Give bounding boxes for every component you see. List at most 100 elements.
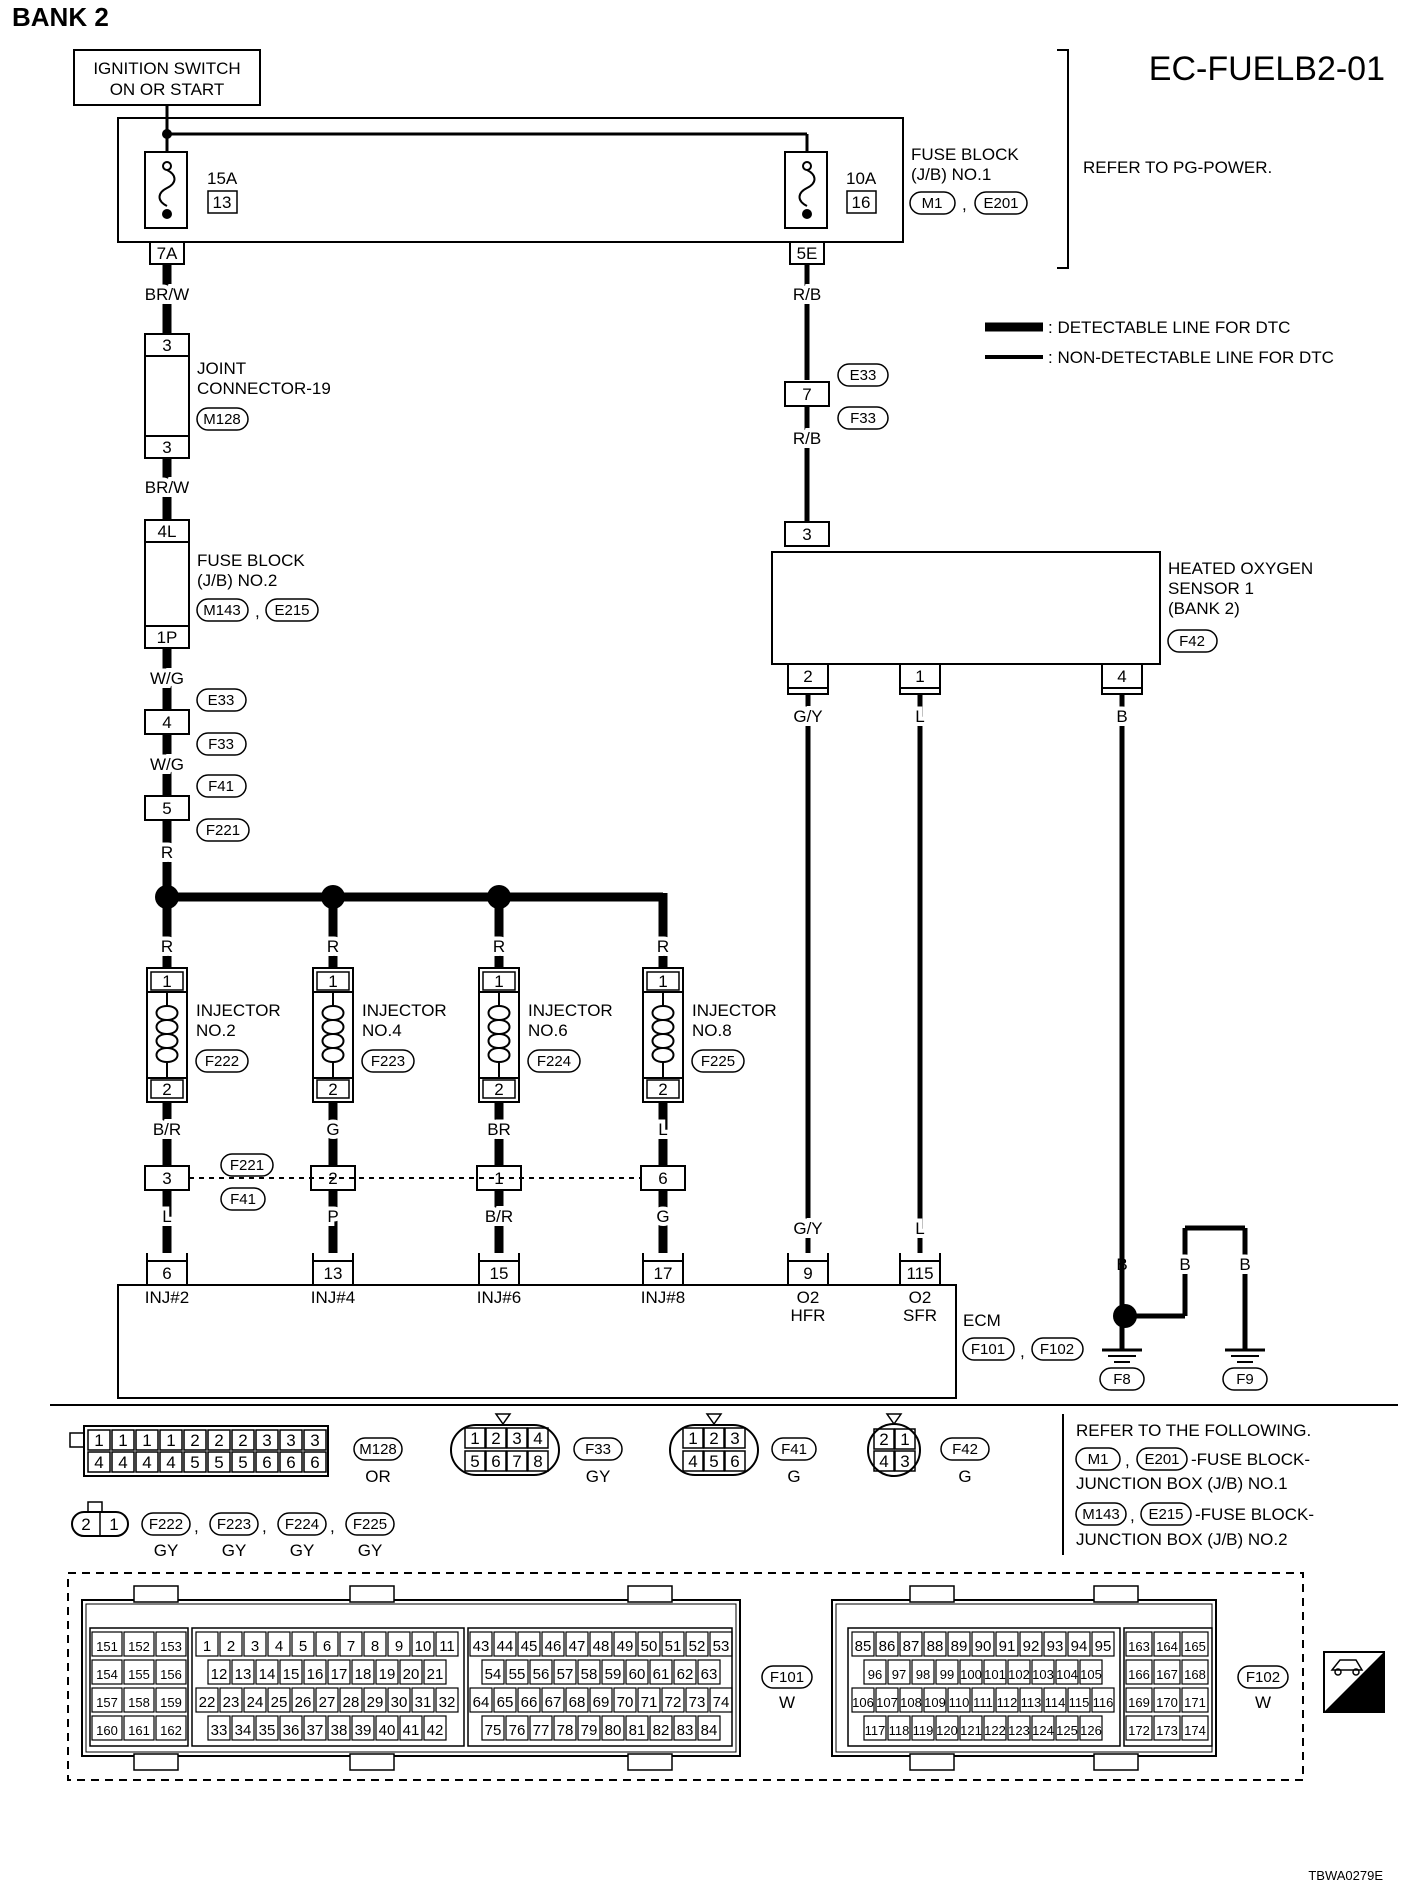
inj-view-name: F225	[353, 1516, 387, 1533]
ecm-face-pin: 68	[569, 1694, 586, 1711]
ecm-pin: 6	[162, 1264, 171, 1283]
ecm-face-pin: 32	[439, 1694, 456, 1711]
wire-l-2: L	[915, 1219, 924, 1238]
ecm-face-pin: 151	[96, 1639, 118, 1654]
m128-cell: 6	[310, 1453, 319, 1472]
sensor-pin-3: 3	[802, 525, 811, 544]
ecm-face-pin: 44	[497, 1638, 514, 1655]
injector-pin2: 2	[658, 1080, 667, 1099]
ecm-face-pin: 174	[1184, 1723, 1206, 1738]
sensor-connector-id: F42	[1179, 633, 1205, 650]
svg-text:,: ,	[255, 602, 260, 621]
ecm-conn-b: F102	[1040, 1341, 1074, 1358]
f42-cell: 2	[879, 1430, 888, 1449]
svg-text:,: ,	[1130, 1506, 1135, 1525]
f41-cell: 3	[730, 1429, 739, 1448]
m128-cell: 4	[94, 1453, 103, 1472]
inj-view-color: GY	[154, 1541, 179, 1560]
pin-7-inline: 7	[802, 385, 811, 404]
ecm-face-pin: 13	[235, 1666, 252, 1683]
ecm-face-pin: 76	[509, 1722, 526, 1739]
ecm-face-pin: 49	[617, 1638, 634, 1655]
ecm-face-pin: 102	[1008, 1667, 1030, 1682]
ecm-face-pin: 110	[949, 1695, 970, 1710]
ground-f9: F9	[1236, 1371, 1254, 1388]
coil-icon	[651, 1005, 675, 1063]
refer-e201: E201	[1144, 1451, 1179, 1468]
f42-color: G	[958, 1467, 971, 1486]
f33-cell: 7	[512, 1452, 521, 1471]
ecm-pin: 17	[654, 1264, 673, 1283]
ecm-face-pin: 59	[605, 1666, 622, 1683]
ecm-face-pin: 35	[259, 1722, 276, 1739]
ecm-face-pin: 88	[927, 1638, 944, 1655]
refer-line1-text: -FUSE BLOCK-	[1191, 1450, 1310, 1469]
fuse-b-terminal: 5E	[797, 244, 818, 263]
ecm-face-pin: 121	[960, 1723, 982, 1738]
ecm-face-pin: 30	[391, 1694, 408, 1711]
f33-cell: 2	[491, 1429, 500, 1448]
wire-l-1: L	[915, 707, 924, 726]
ecm-face-pin: 152	[128, 1639, 150, 1654]
ecm-face-pin: 72	[665, 1694, 682, 1711]
ecm-face-pin: 80	[605, 1722, 622, 1739]
svg-text:,: ,	[330, 1517, 335, 1536]
f42-name: F42	[952, 1441, 978, 1458]
ecm-conn-a: F101	[971, 1341, 1005, 1358]
fuse-b-rating: 10A	[846, 169, 877, 188]
ecm-face-pin: 171	[1184, 1695, 1206, 1710]
injector-pin1: 1	[494, 972, 503, 991]
ecm-face-pin: 41	[403, 1722, 420, 1739]
ecm-pin: 9	[803, 1264, 812, 1283]
ecm-face-pin: 65	[497, 1694, 514, 1711]
ecm-face-pin: 69	[593, 1694, 610, 1711]
injector-label-1: INJECTOR	[196, 1001, 281, 1020]
ecm-terminal-name: INJ#6	[477, 1288, 521, 1307]
f33-cell: 3	[512, 1429, 521, 1448]
m128-cell: 3	[262, 1431, 271, 1450]
ecm-face-pin: 57	[557, 1666, 574, 1683]
ecm-face-pin: 124	[1032, 1723, 1054, 1738]
wire-inj-bot-3: B/R	[485, 1207, 513, 1226]
m128-cell: 2	[238, 1431, 247, 1450]
f41-cell: 6	[730, 1452, 739, 1471]
sensor-label-2: SENSOR 1	[1168, 579, 1254, 598]
ecm-pin: 15	[490, 1264, 509, 1283]
conn-f221-left: F221	[206, 822, 240, 839]
f102-color: W	[1255, 1693, 1271, 1712]
ecm-face-pin: 55	[509, 1666, 526, 1683]
ecm-face-pin: 97	[892, 1667, 906, 1682]
ecm-face-pin: 167	[1156, 1667, 1178, 1682]
wire-inj-bot-2: P	[327, 1207, 338, 1226]
m128-cell: 1	[118, 1431, 127, 1450]
joint-connector-label-2: CONNECTOR-19	[197, 379, 331, 398]
legend-detectable: : DETECTABLE LINE FOR DTC	[1048, 318, 1290, 337]
f33-name: F33	[585, 1441, 611, 1458]
fb2-pin-top: 4L	[158, 522, 177, 541]
ecm-face-pin: 75	[485, 1722, 502, 1739]
f33-color: GY	[586, 1467, 611, 1486]
f41-cell: 2	[709, 1429, 718, 1448]
ecm-face-pin: 48	[593, 1638, 610, 1655]
m128-cell: 4	[118, 1453, 127, 1472]
ecm-face-pin: 67	[545, 1694, 562, 1711]
ecm-face-pin: 159	[160, 1695, 182, 1710]
ground-f8: F8	[1113, 1371, 1131, 1388]
wire-rb-1: R/B	[793, 285, 821, 304]
wire-r-inj-3: R	[493, 937, 505, 956]
m128-cell: 4	[142, 1453, 151, 1472]
ecm-face-pin: 85	[855, 1638, 872, 1655]
ecm-face-pin: 21	[427, 1666, 444, 1683]
junction-pin: 3	[162, 1169, 171, 1188]
ecm-terminal-name: INJ#4	[311, 1288, 355, 1307]
f41-cell: 1	[688, 1429, 697, 1448]
injector-pin2: 2	[328, 1080, 337, 1099]
ecm-face-pin: 40	[379, 1722, 396, 1739]
wire-b-4: B	[1239, 1255, 1250, 1274]
ecm-face-pin: 61	[653, 1666, 670, 1683]
injector-connector-id: F223	[371, 1053, 405, 1070]
m128-cell: 5	[214, 1453, 223, 1472]
wire-gy-2: G/Y	[793, 1219, 822, 1238]
